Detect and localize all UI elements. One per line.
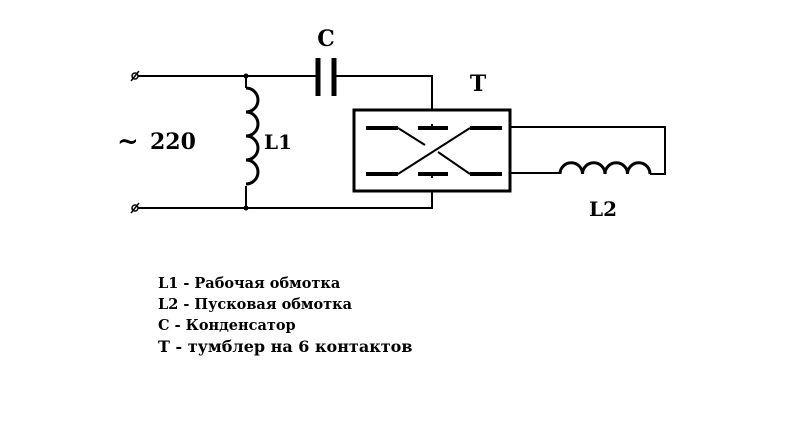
legend-item-l2: L2 - Пусковая обмотка — [158, 296, 353, 313]
voltage-symbol: ~ — [117, 127, 139, 157]
legend-item-l1: L1 - Рабочая обмотка — [158, 275, 341, 292]
coil-l2-label: L2 — [589, 197, 617, 221]
coil-l1-symbol — [245, 86, 260, 186]
switch-label: T — [470, 71, 487, 97]
coil-l1-label: L1 — [264, 130, 292, 154]
junction-top — [243, 73, 249, 79]
capacitor-symbol — [315, 58, 337, 96]
junction-bottom — [243, 205, 249, 211]
voltage-label: 220 — [150, 129, 196, 155]
legend-item-t: T - тумблер на 6 контактов — [158, 337, 413, 356]
terminal-top — [130, 70, 140, 82]
legend: L1 - Рабочая обмотка L2 - Пусковая обмот… — [158, 273, 412, 357]
capacitor-label: C — [317, 26, 335, 52]
switch-crossover — [397, 124, 471, 178]
terminal-bottom — [130, 202, 140, 214]
switch-body — [352, 108, 512, 193]
coil-l2-symbol — [558, 161, 652, 175]
legend-item-c: C - Конденсатор — [158, 317, 296, 334]
